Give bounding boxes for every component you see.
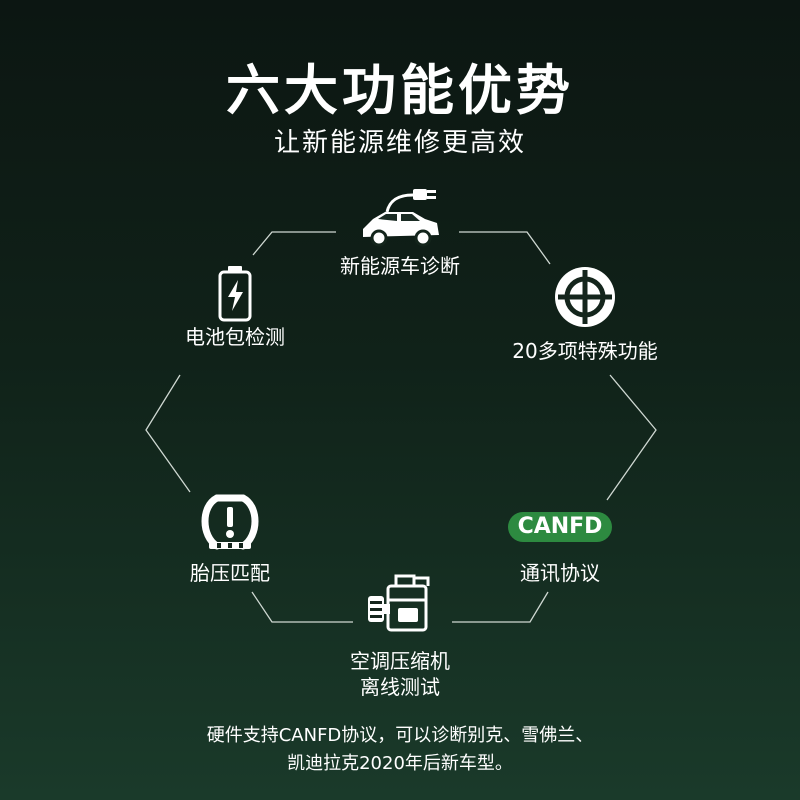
footer-line-2: 凯迪拉克2020年后新车型。 bbox=[287, 753, 513, 774]
ev-car-plug-icon bbox=[363, 189, 439, 247]
feature-compressor-test: 空调压缩机 离线测试 bbox=[320, 570, 480, 700]
feature-label: 新能源车诊断 bbox=[340, 254, 460, 278]
feature-battery-test: 电池包检测 bbox=[160, 264, 310, 350]
feature-tpms: 胎压匹配 bbox=[160, 492, 300, 586]
page-subtitle: 让新能源维修更高效 bbox=[273, 128, 526, 158]
feature-label-line1: 空调压缩机 bbox=[350, 649, 450, 673]
feature-label: 胎压匹配 bbox=[190, 561, 270, 585]
feature-label: 电池包检测 bbox=[185, 325, 285, 349]
feature-special-functions: 20多项特殊功能 bbox=[490, 264, 680, 364]
battery-icon bbox=[218, 266, 252, 322]
page-title: 六大功能优势 bbox=[226, 59, 574, 122]
feature-canfd-protocol: CANFD 通讯协议 bbox=[490, 512, 630, 586]
feature-label: 通讯协议 bbox=[520, 561, 600, 585]
feature-label: 20多项特殊功能 bbox=[512, 339, 658, 363]
feature-label-line2: 离线测试 bbox=[360, 675, 440, 699]
feature-ev-diagnosis: 新能源车诊断 bbox=[310, 185, 490, 279]
crosshair-icon bbox=[555, 267, 615, 327]
canfd-badge: CANFD bbox=[507, 512, 613, 542]
footer-note: 硬件支持CANFD协议，可以诊断别克、雪佛兰、 凯迪拉克2020年后新车型。 bbox=[0, 722, 800, 778]
tire-pressure-icon bbox=[201, 494, 259, 550]
footer-line-1: 硬件支持CANFD协议，可以诊断别克、雪佛兰、 bbox=[206, 725, 594, 746]
compressor-icon bbox=[368, 574, 430, 632]
